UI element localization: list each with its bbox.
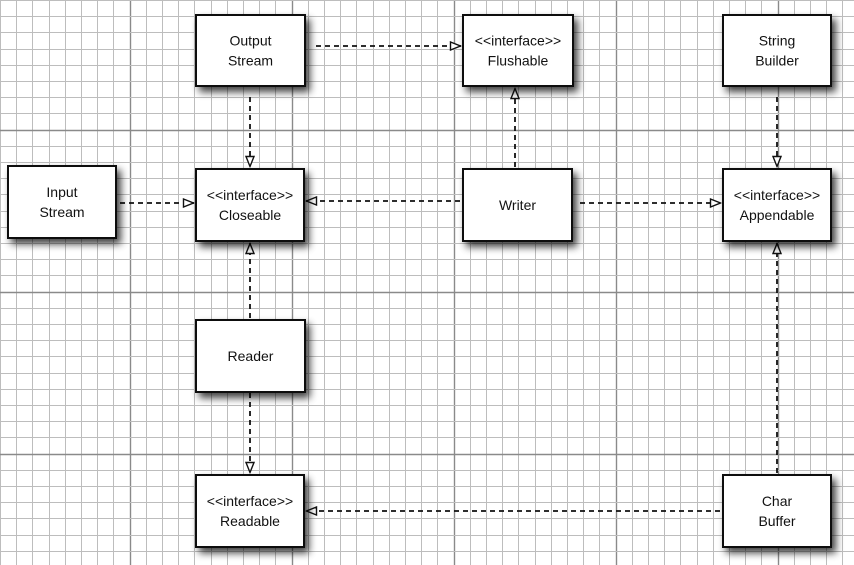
node-label: <<interface>> <box>475 33 561 49</box>
node-box <box>195 168 305 242</box>
node-label: Stream <box>39 204 84 220</box>
node-label: String <box>759 33 796 49</box>
node-box <box>195 319 306 393</box>
node-box <box>462 168 573 242</box>
node-label: Reader <box>228 348 274 364</box>
node-closeable: <<interface>> Closeable <box>195 168 305 242</box>
node-label: Flushable <box>488 53 549 69</box>
node-flushable: <<interface>> Flushable <box>462 14 574 87</box>
node-label: Buffer <box>758 513 795 529</box>
node-box <box>722 474 832 548</box>
node-readable: <<interface>> Readable <box>195 474 305 548</box>
node-box <box>722 168 832 242</box>
node-reader: Reader <box>195 319 306 393</box>
node-label: Appendable <box>740 207 815 223</box>
node-box <box>462 14 574 87</box>
dependency-arrows <box>120 46 777 511</box>
node-label: Builder <box>755 53 799 69</box>
node-box <box>722 14 832 87</box>
node-label: Closeable <box>219 207 281 223</box>
node-box <box>195 474 305 548</box>
node-box <box>195 14 306 87</box>
node-label: <<interface>> <box>207 187 293 203</box>
node-writer: Writer <box>462 168 573 242</box>
node-label: Output <box>229 33 271 49</box>
node-label: Readable <box>220 513 280 529</box>
node-box <box>7 165 117 239</box>
node-label: Stream <box>228 53 273 69</box>
node-label: Char <box>762 493 793 509</box>
node-label: <<interface>> <box>207 493 293 509</box>
node-label: <<interface>> <box>734 187 820 203</box>
node-appendable: <<interface>> Appendable <box>722 168 832 242</box>
node-label: Writer <box>499 197 536 213</box>
node-label: Input <box>46 184 77 200</box>
